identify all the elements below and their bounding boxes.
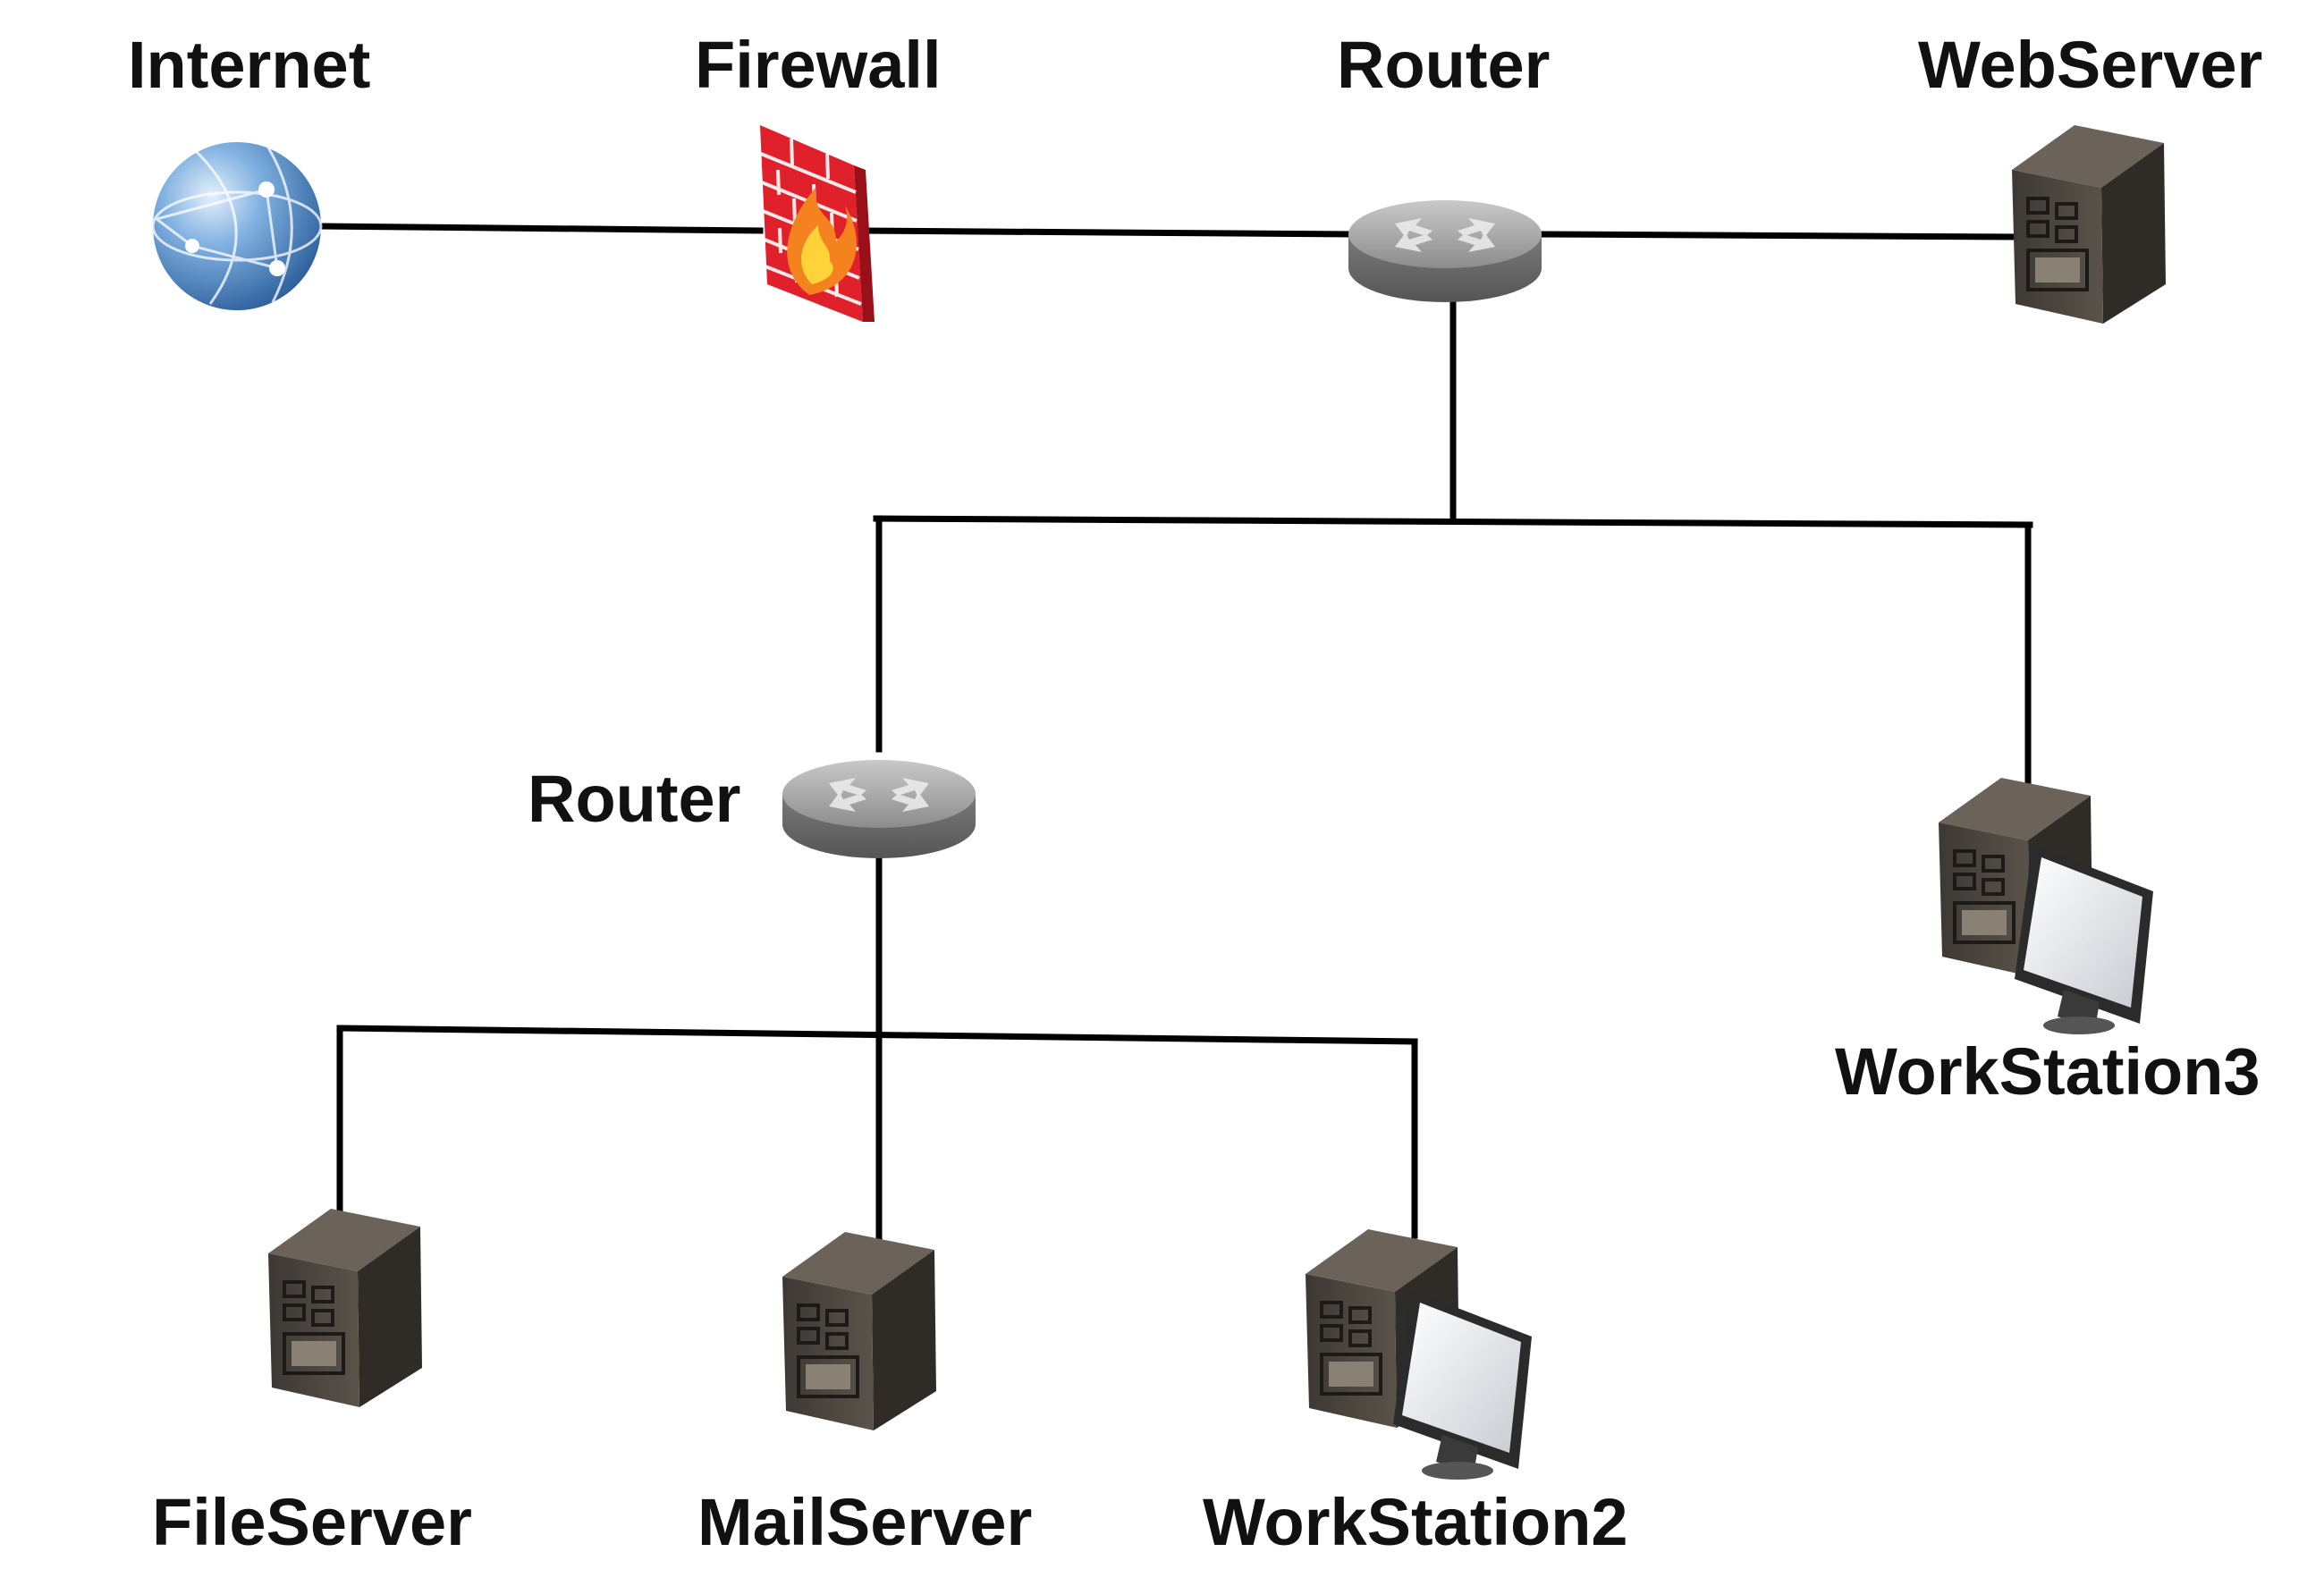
globe-icon [151,142,323,310]
links [318,223,2033,1242]
link-router-webserver [1539,231,2020,240]
monitor-icon [2015,845,2153,1034]
internet-label: Internet [128,28,371,102]
workstation-icon [1939,778,2153,1034]
link-internet-firewall [318,223,764,234]
link-firewall-router [859,227,1354,238]
webserver-label: WebServer [1918,28,2263,102]
firewall-label: Firewall [695,28,942,102]
router-icon [782,760,976,858]
link-bus-upper [873,515,2033,528]
mailserver-label: MailServer [697,1485,1033,1559]
workstation-icon [1306,1229,1532,1480]
server-icon [268,1209,422,1407]
firewall-icon [760,125,875,322]
server-icon [782,1232,936,1430]
monitor-icon [1393,1290,1532,1480]
router-top-label: Router [1337,28,1551,102]
server-icon [2012,125,2166,324]
fileserver-label: FileServer [152,1485,472,1559]
workstation2-label: WorkStation2 [1203,1485,1628,1559]
router-mid-label: Router [528,762,741,836]
workstation3-label: WorkStation3 [1835,1034,2261,1109]
router-icon [1348,200,1542,302]
